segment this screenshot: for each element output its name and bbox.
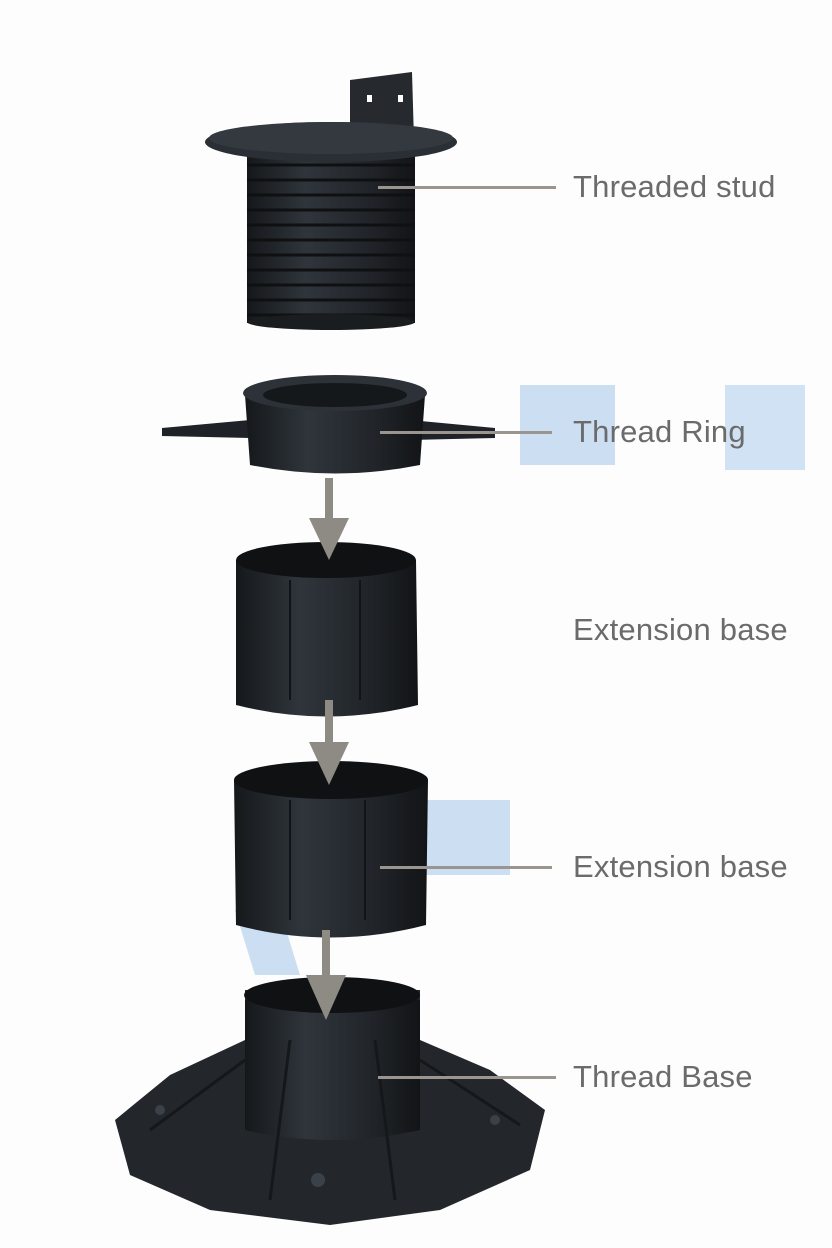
- label-thread-base: Thread Base: [573, 1059, 753, 1094]
- label-thread-ring: Thread Ring: [573, 414, 746, 449]
- arrow-icon: [306, 930, 346, 1020]
- leader-line: [380, 866, 552, 869]
- label-extension-base-1: Extension base: [573, 612, 788, 647]
- thread-ring-part: [162, 375, 495, 474]
- label-extension-base-2: Extension base: [573, 849, 788, 884]
- extension-base-1-part: [236, 542, 418, 717]
- leader-line: [378, 1076, 556, 1079]
- threaded-stud-part: [205, 72, 457, 330]
- arrow-icon: [309, 478, 349, 560]
- thread-base-part: [115, 977, 545, 1225]
- leader-line: [378, 186, 556, 189]
- arrow-icon: [309, 700, 349, 785]
- leader-line: [380, 431, 552, 434]
- extension-base-2-part: [234, 761, 428, 938]
- label-threaded-stud: Threaded stud: [573, 169, 776, 204]
